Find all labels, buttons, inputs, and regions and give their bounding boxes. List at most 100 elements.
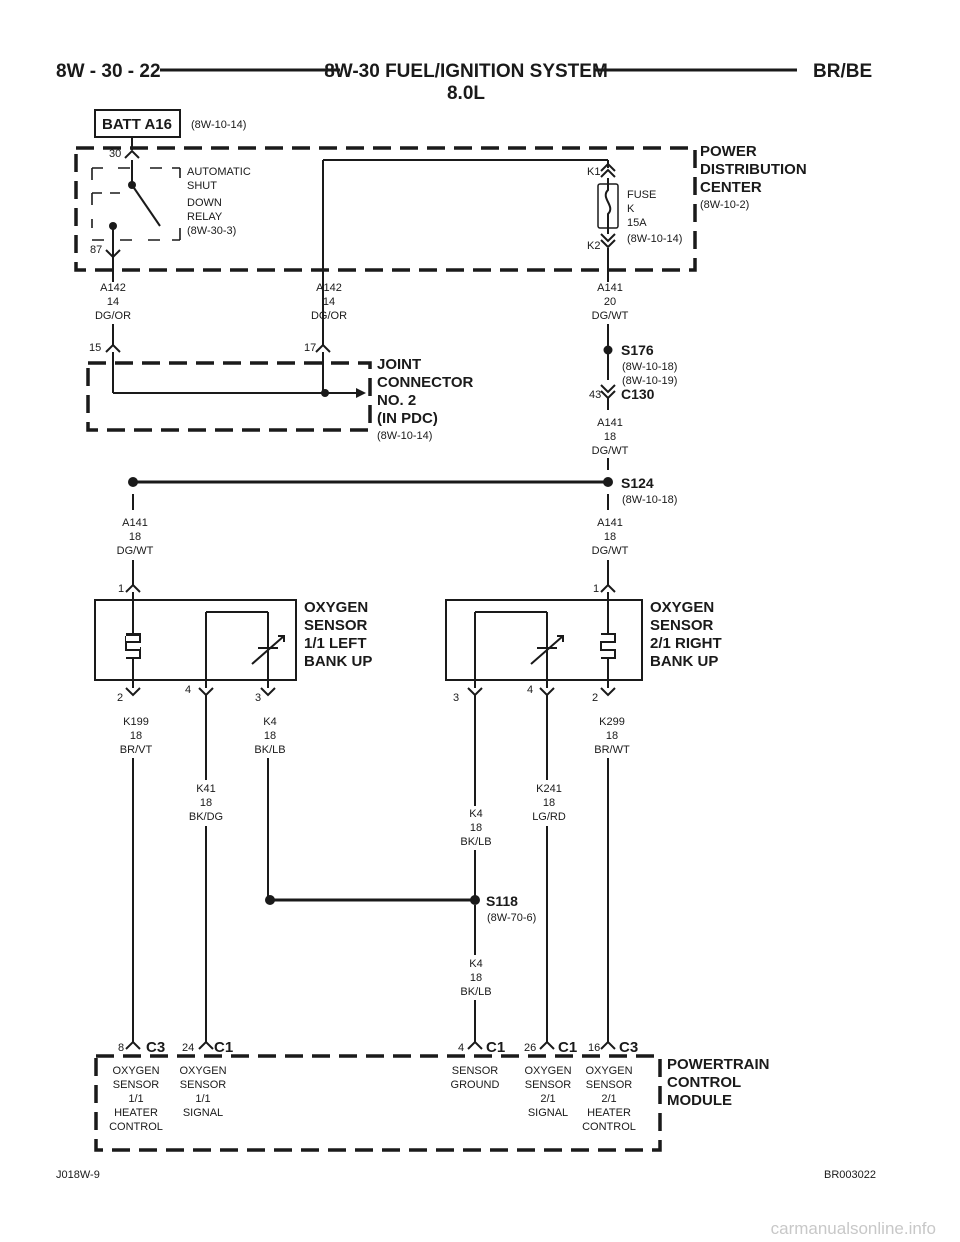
joint-bus-node bbox=[321, 389, 329, 397]
fuse-pin-k1: K1 bbox=[587, 166, 600, 178]
wire-k4-left-2: 18 bbox=[264, 730, 276, 742]
pcm-c5-pin: 16 bbox=[588, 1042, 600, 1054]
relay-label-4: RELAY bbox=[187, 211, 223, 223]
pcm-c2-label-4: SIGNAL bbox=[183, 1107, 223, 1119]
wire-a142-left-2: 14 bbox=[107, 296, 119, 308]
pcm-c5-terminal bbox=[600, 1040, 616, 1050]
pcm-c4-label-4: SIGNAL bbox=[528, 1107, 568, 1119]
wire-a141-c130-2: 18 bbox=[604, 431, 616, 443]
wire-k4-mid-2: 18 bbox=[470, 822, 482, 834]
wire-a141-left-2: 18 bbox=[129, 531, 141, 543]
pcm-c5-label-5: CONTROL bbox=[582, 1121, 636, 1133]
o2-right-title-4: BANK UP bbox=[650, 653, 718, 670]
footer-code-right: BR003022 bbox=[824, 1169, 876, 1181]
pcm-c5-label-3: 2/1 bbox=[601, 1093, 616, 1105]
pcm-c1-terminal bbox=[125, 1040, 141, 1050]
pcm-c1-conn: C3 bbox=[146, 1039, 165, 1056]
pcm-c1-label-5: CONTROL bbox=[109, 1121, 163, 1133]
s118-left-node bbox=[265, 895, 275, 905]
o2-left-pin-4: 4 bbox=[185, 684, 191, 696]
fuse-label-4: (8W-10-14) bbox=[627, 233, 682, 245]
o2-right-title-2: SENSOR bbox=[650, 617, 714, 634]
wire-a141-top-2: 20 bbox=[604, 296, 616, 308]
s118-ref: (8W-70-6) bbox=[487, 912, 536, 924]
pcm-c5-label-4: HEATER bbox=[587, 1107, 631, 1119]
s176-node bbox=[603, 345, 613, 355]
s118-label: S118 bbox=[486, 893, 518, 909]
wire-k4-left-3: BK/LB bbox=[254, 744, 285, 756]
pcm-c4-conn: C1 bbox=[558, 1039, 577, 1056]
pcm-c2-label-1: OXYGEN bbox=[179, 1065, 226, 1077]
fuse-pin-k2: K2 bbox=[587, 240, 600, 252]
joint-pin-17: 17 bbox=[304, 342, 316, 354]
pcm-title-3: MODULE bbox=[667, 1092, 732, 1109]
joint-ref: (8W-10-14) bbox=[377, 430, 432, 442]
pcm-c2-conn: C1 bbox=[214, 1039, 233, 1056]
model-code: BR/BE bbox=[813, 61, 872, 82]
watermark: carmanualsonline.info bbox=[771, 1219, 936, 1238]
pcm-c4-label-2: SENSOR bbox=[525, 1079, 572, 1091]
pcm-title-2: CONTROL bbox=[667, 1074, 741, 1091]
o2-right-pin-4: 4 bbox=[527, 684, 533, 696]
c130-terminal bbox=[600, 384, 616, 400]
page-number: 8W - 30 - 22 bbox=[56, 61, 161, 82]
wire-a141-c130-1: A141 bbox=[597, 417, 623, 429]
wire-a142-mid-3: DG/OR bbox=[311, 310, 347, 322]
fuse-element bbox=[604, 178, 612, 234]
o2-left-pin-2: 2 bbox=[117, 692, 123, 704]
o2-right-title-1: OXYGEN bbox=[650, 599, 714, 616]
pcm-outline bbox=[94, 1054, 662, 1152]
batt-box bbox=[94, 109, 181, 138]
wire-k299-1: K299 bbox=[599, 716, 625, 728]
relay-pin-87: 87 bbox=[90, 244, 102, 256]
o2-left-bottom-terminals bbox=[125, 687, 276, 697]
o2-right-box bbox=[445, 599, 643, 681]
o2-right-pin-2: 2 bbox=[592, 692, 598, 704]
o2-right-pin-1: 1 bbox=[593, 583, 599, 595]
s124-ref: (8W-10-18) bbox=[622, 494, 677, 506]
pcm-c3-pin: 4 bbox=[458, 1042, 464, 1054]
joint-outline bbox=[86, 361, 372, 432]
page-title: 8W-30 FUEL/IGNITION SYSTEM bbox=[324, 61, 608, 82]
o2-left-pin-1: 1 bbox=[118, 583, 124, 595]
pdc-outline bbox=[74, 146, 697, 272]
relay-pin30-terminal bbox=[124, 149, 140, 159]
pcm-c2-label-2: SENSOR bbox=[180, 1079, 227, 1091]
s176-ref-1: (8W-10-18) bbox=[622, 361, 677, 373]
joint-bus-arrow bbox=[356, 388, 366, 398]
wire-k241-2: 18 bbox=[543, 797, 555, 809]
wire-k4-left-1: K4 bbox=[263, 716, 276, 728]
fuse-label-3: 15A bbox=[627, 217, 647, 229]
joint-title-1: JOINT bbox=[377, 356, 421, 373]
pcm-c5-conn: C3 bbox=[619, 1039, 638, 1056]
wire-a142-left-3: DG/OR bbox=[95, 310, 131, 322]
wire-a142-left-1: A142 bbox=[100, 282, 126, 294]
o2-left-title-1: OXYGEN bbox=[304, 599, 368, 616]
pcm-c3-terminal bbox=[467, 1040, 483, 1050]
s118-node bbox=[470, 895, 480, 905]
pcm-c3-conn: C1 bbox=[486, 1039, 505, 1056]
fuse-k1-terminal bbox=[600, 162, 616, 178]
relay-label-3: DOWN bbox=[187, 197, 222, 209]
joint-title-2: CONNECTOR bbox=[377, 374, 474, 391]
batt-label: BATT A16 bbox=[102, 116, 172, 133]
wire-k4-low-3: BK/LB bbox=[460, 986, 491, 998]
wire-a141-right-2: 18 bbox=[604, 531, 616, 543]
wire-k4-mid-1: K4 bbox=[469, 808, 482, 820]
joint-title-4: (IN PDC) bbox=[377, 410, 438, 427]
wire-k199-3: BR/VT bbox=[120, 744, 153, 756]
pcm-c4-pin: 26 bbox=[524, 1042, 536, 1054]
wire-k299-3: BR/WT bbox=[594, 744, 630, 756]
pcm-c2-terminal bbox=[198, 1040, 214, 1050]
pcm-c4-terminal bbox=[539, 1040, 555, 1050]
s176-label: S176 bbox=[621, 342, 654, 358]
o2-left-variable-element bbox=[251, 635, 285, 665]
wire-k241-3: LG/RD bbox=[532, 811, 566, 823]
pcm-c5-label-2: SENSOR bbox=[586, 1079, 633, 1091]
joint-title-3: NO. 2 bbox=[377, 392, 416, 409]
wire-k299-2: 18 bbox=[606, 730, 618, 742]
batt-ref: (8W-10-14) bbox=[191, 119, 246, 131]
relay-pin-30: 30 bbox=[109, 148, 121, 160]
wire-a141-left-3: DG/WT bbox=[117, 545, 154, 557]
